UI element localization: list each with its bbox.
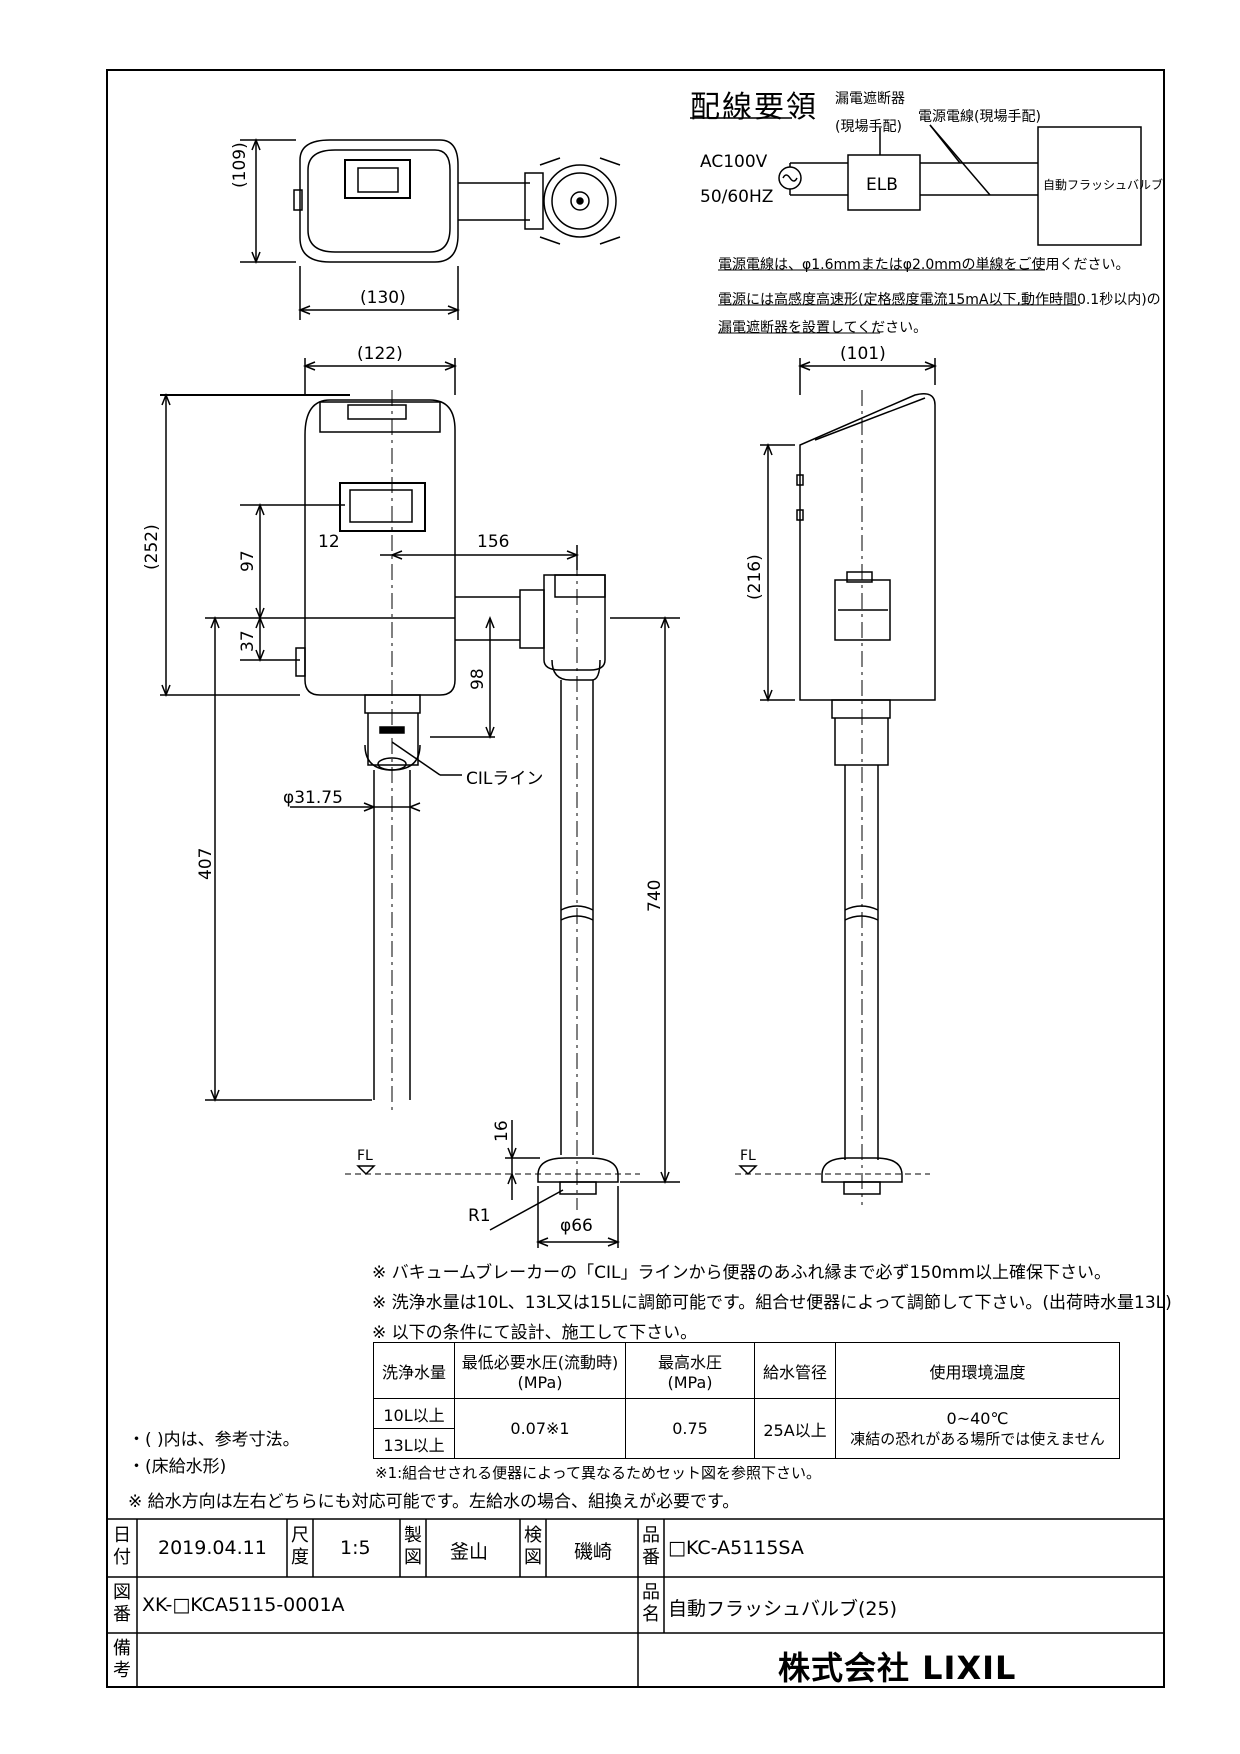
front-view (160, 358, 680, 1248)
dim-front-width: (122) (357, 344, 403, 364)
temperature-value: 0~40℃ 凍結の恐れがある場所では使えません (835, 1398, 1120, 1459)
drawing-frame (106, 69, 1165, 1688)
scale-value: 1:5 (340, 1537, 371, 1559)
dim-98: 98 (468, 668, 488, 690)
header-pipe: 給水管径 (754, 1342, 836, 1399)
dim-156: 156 (477, 532, 510, 552)
header-temperature: 使用環境温度 (835, 1342, 1120, 1399)
power-voltage: AC100V (700, 152, 768, 172)
power-frequency: 50/60HZ (700, 187, 774, 207)
wiring-title: 配線要領 (690, 90, 818, 125)
elb-label: ELB (866, 175, 898, 195)
drawing-no-label: 図番 (113, 1582, 131, 1625)
note-water-volume: ※ 洗浄水量は10L、13L又は15Lに調節可能です。組合せ便器によって調節して… (372, 1293, 1172, 1313)
valve-box-label: 自動フラッシュバルブ (1043, 178, 1164, 192)
date-value: 2019.04.11 (158, 1537, 267, 1559)
side-view (735, 358, 938, 1205)
dim-pipe-diameter: φ31.75 (283, 788, 343, 808)
min-pressure-value: 0.07※1 (454, 1398, 626, 1459)
note-supply-direction: ※ 給水方向は左右どちらにも対応可能です。左給水の場合、組換えが必要です。 (128, 1492, 740, 1512)
dim-97: 97 (238, 550, 258, 572)
part-no-label: 品番 (642, 1525, 660, 1568)
top-view (240, 137, 621, 320)
header-volume: 洗浄水量 (373, 1342, 455, 1399)
fl-left-label: FL (357, 1148, 373, 1164)
dim-side-height: (216) (745, 554, 765, 600)
header-max-pressure: 最高水圧(MPa) (625, 1342, 755, 1399)
dim-37: 37 (238, 630, 258, 652)
fl-right-label: FL (740, 1148, 756, 1164)
breaker-label: 漏電遮断器 (835, 91, 905, 107)
volume-10l: 10L以上 (373, 1398, 455, 1429)
checker-value: 磯崎 (574, 1541, 613, 1563)
product-name-value: 自動フラッシュバルブ(25) (668, 1598, 898, 1620)
drafter-value: 釜山 (450, 1541, 489, 1563)
remarks-label: 備考 (113, 1638, 131, 1681)
dim-side-width: (101) (840, 344, 886, 364)
note-cil: ※ バキュームブレーカーの「CIL」ラインから便器のあふれ縁まで必ず150mm以… (372, 1263, 1112, 1283)
pipe-value: 25A以上 (754, 1398, 836, 1459)
wiring-note-3: 漏電遮断器を設置してください。 (718, 320, 928, 336)
wiring-note-2: 電源には高感度高速形(定格感度電流15mA以下,動作時間0.1秒以内)の (718, 292, 1161, 308)
volume-13l: 13L以上 (373, 1428, 455, 1459)
header-min-pressure: 最低必要水圧(流動時)(MPa) (454, 1342, 626, 1399)
company-logo: 株式会社 LIXIL (778, 1649, 1017, 1687)
dim-16: 16 (492, 1120, 512, 1142)
note-reference-dims: ・( )内は、参考寸法。 (128, 1430, 300, 1450)
name-label: 品名 (642, 1582, 660, 1625)
conditions-table: 洗浄水量 最低必要水圧(流動時)(MPa) 最高水圧(MPa) 給水管径 使用環… (373, 1342, 1120, 1459)
checker-label: 検図 (524, 1525, 542, 1568)
breaker-sub: (現場手配) (835, 119, 902, 135)
scale-label: 尺度 (291, 1525, 309, 1568)
note-conditions: ※ 以下の条件にて設計、施工して下さい。 (372, 1323, 698, 1343)
note-floor-supply: ・(床給水形) (128, 1457, 227, 1477)
drawing-no-value: XK-□KCA5115-0001A (142, 1594, 345, 1616)
dim-12: 12 (318, 532, 340, 552)
drafter-label: 製図 (404, 1525, 422, 1568)
cable-label: 電源電線(現場手配) (918, 109, 1041, 125)
dim-740: 740 (645, 879, 665, 912)
dim-top-depth: (109) (230, 142, 250, 188)
dim-407: 407 (196, 847, 216, 880)
dim-base-diameter: φ66 (560, 1216, 593, 1236)
dim-top-width: (130) (360, 288, 406, 308)
cil-line-label: CILライン (466, 769, 544, 789)
part-no-value: □KC-A5115SA (668, 1537, 804, 1559)
dim-r1: R1 (468, 1206, 491, 1226)
note-star1: ※1:組合せされる便器によって異なるためセット図を参照下さい。 (375, 1464, 821, 1482)
wiring-diagram (690, 117, 1142, 334)
date-label: 日付 (113, 1525, 131, 1568)
title-block-grid (107, 1518, 1164, 1687)
wiring-note-1: 電源電線は、φ1.6mmまたはφ2.0mmの単線をご使用ください。 (718, 257, 1130, 273)
max-pressure-value: 0.75 (625, 1398, 755, 1459)
dim-front-height: (252) (142, 524, 162, 570)
